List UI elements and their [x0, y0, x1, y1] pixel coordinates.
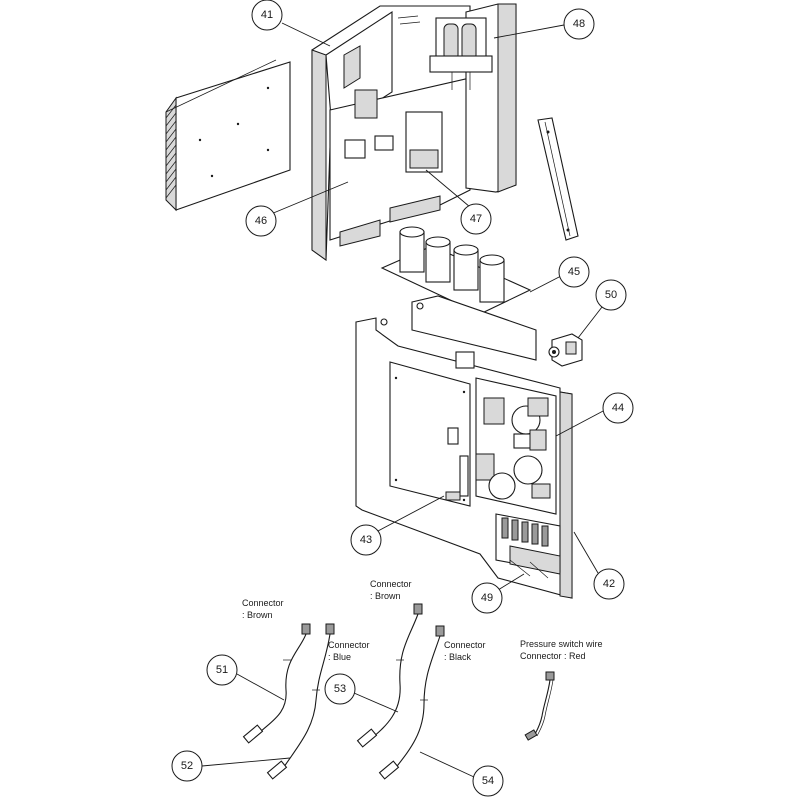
leader-lines	[201, 22, 606, 778]
svg-text:: Black: : Black	[444, 652, 472, 662]
svg-text:45: 45	[568, 266, 580, 278]
filter-component-lower	[475, 453, 551, 500]
callout-49: 49	[471, 582, 503, 614]
svg-text:Connector: Connector	[242, 598, 284, 608]
callout-48: 48	[563, 8, 595, 40]
svg-text:: Blue: : Blue	[328, 652, 351, 662]
callout-45: 45	[558, 256, 590, 288]
svg-text:44: 44	[612, 402, 624, 414]
svg-text:50: 50	[605, 289, 617, 301]
capacitor-assembly	[380, 226, 532, 315]
svg-text:Pressure switch wire: Pressure switch wire	[520, 639, 603, 649]
sensor-51: Connector : Brown	[242, 598, 311, 744]
svg-text:Connector: Connector	[444, 640, 486, 650]
svg-text:48: 48	[573, 18, 585, 30]
svg-text:43: 43	[360, 534, 372, 546]
capacitor-2	[425, 236, 451, 283]
callout-44: 44	[602, 392, 634, 424]
inverter-pcb	[389, 351, 475, 507]
sensor-54: Connector : Black	[378, 625, 486, 780]
terminal-board	[495, 513, 561, 579]
svg-text:42: 42	[603, 578, 615, 590]
svg-text:: Brown: : Brown	[370, 591, 401, 601]
callout-42: 42	[593, 568, 625, 600]
svg-text:49: 49	[481, 592, 493, 604]
svg-text:47: 47	[470, 213, 482, 225]
callout-43: 43	[350, 524, 382, 556]
callout-53: 53	[324, 673, 356, 705]
callout-41: 41	[251, 0, 283, 31]
callout-50: 50	[595, 279, 627, 311]
capacitor-1	[399, 226, 425, 273]
svg-text:53: 53	[334, 683, 346, 695]
capacitor-4	[479, 254, 505, 303]
sensor-52: Connector : Blue	[266, 623, 370, 780]
callout-52: 52	[171, 750, 203, 782]
svg-text:: Brown: : Brown	[242, 610, 273, 620]
sensor-53: Connector : Brown	[356, 579, 423, 748]
capacitor-3	[453, 244, 479, 291]
svg-text:Connector: Connector	[370, 579, 412, 589]
pressure-switch-wire: Pressure switch wire Connector : Red	[520, 639, 603, 741]
svg-text:51: 51	[216, 664, 228, 676]
noise-filter-pcb	[475, 377, 557, 515]
callout-46: 46	[245, 205, 277, 237]
svg-text:Connector : Red: Connector : Red	[520, 651, 586, 661]
callout-47: 47	[460, 203, 492, 235]
filter-component-upper	[483, 397, 549, 451]
svg-text:46: 46	[255, 215, 267, 227]
svg-text:41: 41	[261, 9, 273, 21]
callout-54: 54	[472, 765, 504, 797]
svg-text:52: 52	[181, 760, 193, 772]
svg-text:54: 54	[482, 775, 494, 787]
terminal-connector	[548, 333, 583, 367]
mounting-bracket	[537, 117, 579, 241]
svg-text:Connector: Connector	[328, 640, 370, 650]
callout-51: 51	[206, 654, 238, 686]
heat-sink	[165, 59, 291, 212]
reactor-assembly	[429, 3, 517, 193]
